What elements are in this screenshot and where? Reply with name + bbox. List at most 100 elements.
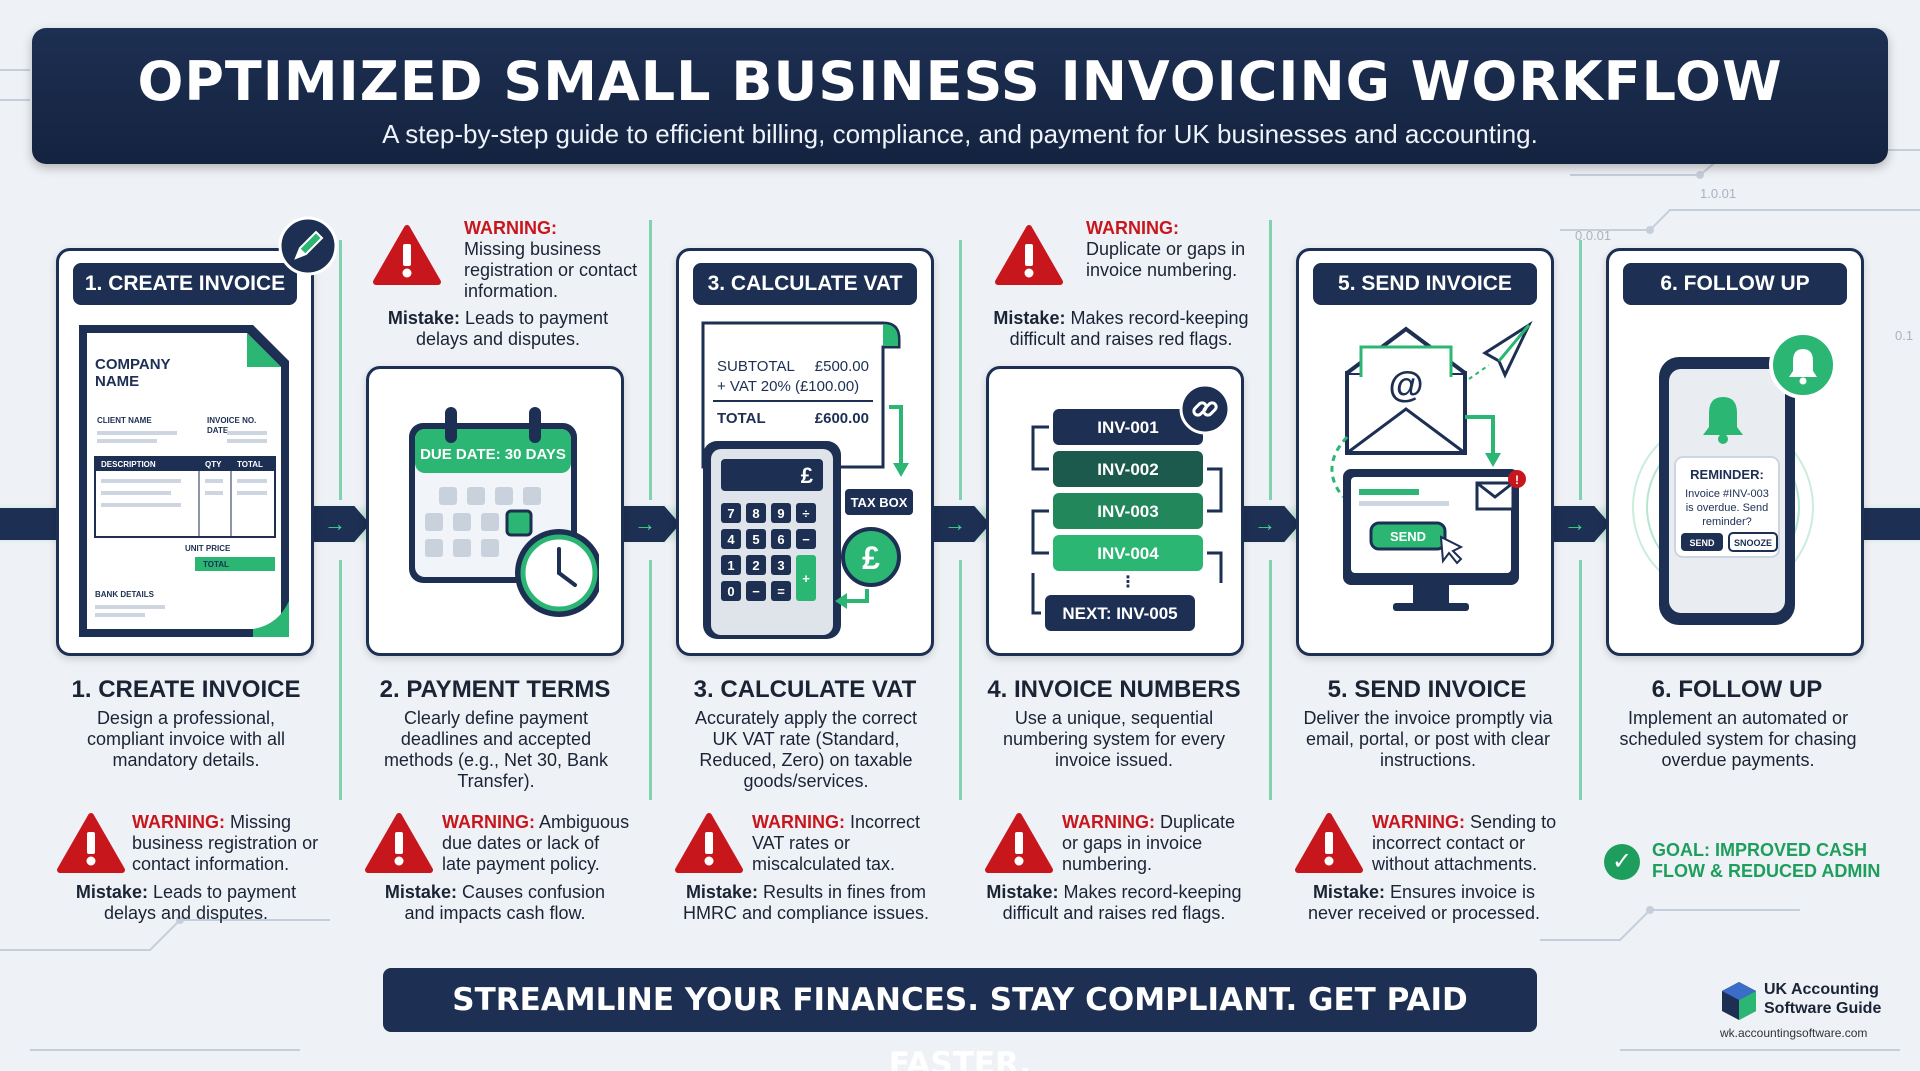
invoice-company-line2: NAME xyxy=(95,373,139,390)
warning-label: WARNING: xyxy=(1062,812,1155,832)
reminder-title: REMINDER: xyxy=(1690,467,1764,482)
total-value: £600.00 xyxy=(815,410,869,427)
warning-triangle-icon xyxy=(373,225,441,285)
warning-text-2: WARNING: Ambiguous due dates or lack of … xyxy=(442,812,632,875)
reminder-line-2: is overdue. Send xyxy=(1686,502,1769,514)
mistake-text-5: Mistake: Ensures invoice is never receiv… xyxy=(1296,882,1552,924)
step-desc-create-invoice: Design a professional, compliant invoice… xyxy=(86,708,286,770)
warning-label: WARNING: xyxy=(1086,218,1179,238)
invoice-number-4: INV-004 xyxy=(1097,544,1159,563)
invoice-company: COMPANY xyxy=(95,356,171,373)
top-mistake-text-2: Mistake: Leads to payment delays and dis… xyxy=(370,308,626,350)
step-card-create-invoice: 1. CREATE INVOICE COMPANY NAME CLIENT NA… xyxy=(56,248,314,656)
svg-text:−: − xyxy=(752,584,760,599)
calendar-illustration: DUE DATE: 30 DAYS xyxy=(409,407,599,617)
svg-text:9: 9 xyxy=(777,506,784,521)
mistake-message: Makes record-keeping difficult and raise… xyxy=(1009,308,1249,349)
vat-calculator-illustration: SUBTOTAL £500.00 + VAT 20% (£100.00) TOT… xyxy=(701,321,913,639)
decor-number-1: 1.0.01 xyxy=(1700,186,1736,201)
ellipsis-dots: ⋮ xyxy=(1120,574,1136,591)
step-card-label: 5. SEND INVOICE xyxy=(1313,263,1537,305)
step-desc-follow-up: Implement an automated or scheduled syst… xyxy=(1619,708,1857,770)
top-warning-text-2: WARNING: Missing business registration o… xyxy=(464,218,644,302)
col-qty: QTY xyxy=(205,460,222,469)
link-icon xyxy=(1192,401,1218,417)
warning-text-1: WARNING: Missing business registration o… xyxy=(132,812,332,875)
warning-label: WARNING: xyxy=(1372,812,1465,832)
pencil-icon xyxy=(278,216,338,276)
svg-text:6: 6 xyxy=(777,532,784,547)
warning-message: Incorrect VAT rates or miscalculated tax… xyxy=(752,812,921,874)
top-warning-text-4: WARNING: Duplicate or gaps in invoice nu… xyxy=(1086,218,1256,281)
mistake-message: Results in fines from HMRC and complianc… xyxy=(682,882,930,923)
step-desc-payment-terms: Clearly define payment deadlines and acc… xyxy=(383,708,609,791)
mistake-label: Mistake: xyxy=(993,308,1066,328)
invoice-date-label: DATE xyxy=(207,426,229,435)
svg-text:8: 8 xyxy=(752,506,759,521)
svg-text:+: + xyxy=(802,571,810,586)
step-title-payment-terms: 2. PAYMENT TERMS xyxy=(379,676,611,703)
pound-coin-icon: £ xyxy=(862,540,880,576)
connector-line xyxy=(649,560,652,800)
svg-text:3: 3 xyxy=(777,558,784,573)
step-desc-invoice-numbers: Use a unique, sequential numbering syste… xyxy=(1002,708,1226,770)
bell-icon xyxy=(1789,349,1817,377)
footer-banner: STREAMLINE YOUR FINANCES. STAY COMPLIANT… xyxy=(383,968,1537,1071)
step-card-label: 6. FOLLOW UP xyxy=(1623,263,1847,305)
mistake-label: Mistake: xyxy=(685,882,758,902)
connector-line xyxy=(339,560,342,800)
unit-price-label: UNIT PRICE xyxy=(185,544,231,553)
header-banner: OPTIMIZED SMALL BUSINESS INVOICING WORKF… xyxy=(32,28,1888,164)
invoice-number-1: INV-001 xyxy=(1097,418,1158,437)
connector-line xyxy=(1579,560,1582,800)
goal-text: GOAL: IMPROVED CASH FLOW & REDUCED ADMIN xyxy=(1652,840,1881,881)
invoice-number-2: INV-002 xyxy=(1097,460,1158,479)
step-title-create-invoice: 1. CREATE INVOICE xyxy=(71,676,301,703)
warning-label: WARNING: xyxy=(752,812,845,832)
mistake-message: Ensures invoice is never received or pro… xyxy=(1307,882,1541,923)
warning-triangle-icon xyxy=(675,813,743,873)
mistake-message: Leads to payment delays and disputes. xyxy=(415,308,609,349)
vat-line: + VAT 20% (£100.00) xyxy=(717,378,859,395)
svg-text:7: 7 xyxy=(727,506,734,521)
svg-text:0: 0 xyxy=(727,584,734,599)
svg-text:5: 5 xyxy=(752,532,759,547)
invoice-numbers-illustration: INV-001 INV-002 INV-003 INV-004 ⋮ NEXT: … xyxy=(1031,383,1231,631)
warning-text-5: WARNING: Sending to incorrect contact or… xyxy=(1372,812,1558,875)
at-sign-icon: @ xyxy=(1388,364,1423,405)
due-date-label: DUE DATE: 30 DAYS xyxy=(420,446,566,463)
warning-label: WARNING: xyxy=(442,812,535,832)
brand-cube-icon xyxy=(1722,982,1756,1020)
warning-text-3: WARNING: Incorrect VAT rates or miscalcu… xyxy=(752,812,932,875)
mistake-text-4: Mistake: Makes record-keeping difficult … xyxy=(986,882,1242,924)
warning-message: Sending to incorrect contact or without … xyxy=(1372,812,1557,874)
connector-line xyxy=(1269,220,1272,500)
top-mistake-text-4: Mistake: Makes record-keeping difficult … xyxy=(986,308,1256,350)
subtotal-label: SUBTOTAL xyxy=(717,358,795,375)
connector-line xyxy=(339,240,342,500)
decor-number-3: 0.1 xyxy=(1895,328,1913,343)
mistake-label: Mistake: xyxy=(387,308,460,328)
send-invoice-illustration: @ SEND ! xyxy=(1330,320,1533,611)
step-card-follow-up: 6. FOLLOW UP REMINDER: Invoice #INV-003 … xyxy=(1606,248,1864,656)
checkmark-icon: ✓ xyxy=(1604,844,1640,880)
step-card-send-invoice: 5. SEND INVOICE @ SEND ! xyxy=(1296,248,1554,656)
next-invoice-number: NEXT: INV-005 xyxy=(1062,604,1177,623)
svg-text:4: 4 xyxy=(727,532,735,547)
invoice-client-label: CLIENT NAME xyxy=(97,416,152,425)
mistake-message: Causes confusion and impacts cash flow. xyxy=(404,882,606,923)
mistake-text-3: Mistake: Results in fines from HMRC and … xyxy=(680,882,932,924)
mistake-label: Mistake: xyxy=(384,882,457,902)
page-subtitle: A step-by-step guide to efficient billin… xyxy=(382,119,1538,149)
mistake-label: Mistake: xyxy=(1312,882,1385,902)
svg-text:2: 2 xyxy=(752,558,759,573)
warning-message: Duplicate or gaps in invoice numbering. xyxy=(1062,812,1236,874)
calc-display: £ xyxy=(801,463,814,488)
warning-triangle-icon xyxy=(995,225,1063,285)
svg-text:!: ! xyxy=(1515,473,1519,487)
mistake-label: Mistake: xyxy=(986,882,1059,902)
step-card-label: 3. CALCULATE VAT xyxy=(693,263,917,305)
col-total: TOTAL xyxy=(237,460,263,469)
reminder-send-button: SEND xyxy=(1689,538,1715,548)
warning-triangle-icon xyxy=(57,813,125,873)
